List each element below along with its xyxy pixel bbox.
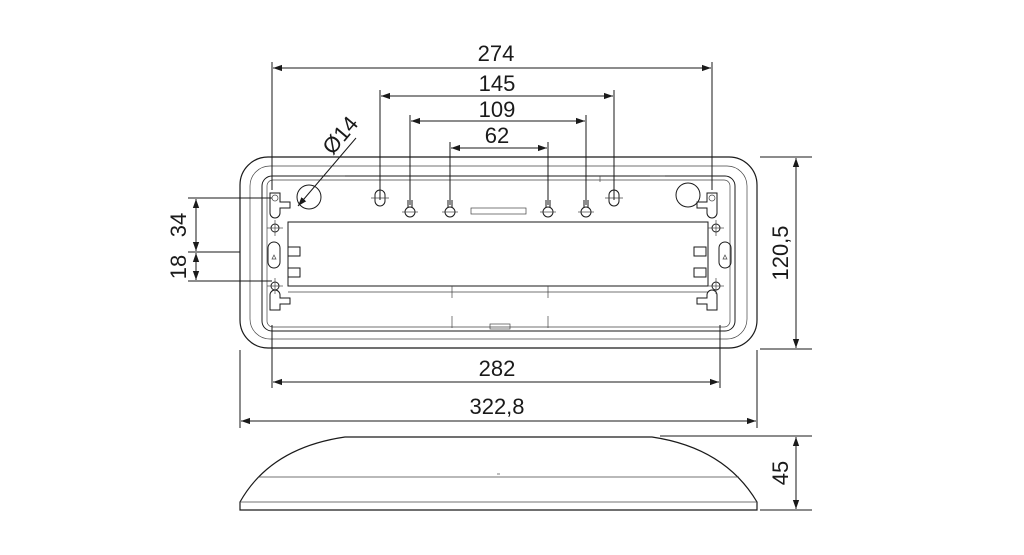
dim-18-label: 18 bbox=[166, 255, 191, 279]
bottom-slot bbox=[489, 323, 511, 330]
dim-145-label: 145 bbox=[479, 71, 516, 96]
inner-frame-edge bbox=[266, 179, 731, 328]
dimensions: 274 145 109 62 Ø14 34 18 120,5 bbox=[166, 41, 812, 511]
dim-322-8-label: 322,8 bbox=[469, 394, 524, 419]
outer-housing-outline bbox=[239, 156, 758, 349]
dim-274-label: 274 bbox=[478, 41, 515, 66]
outer-housing-rim bbox=[249, 165, 748, 340]
side-view bbox=[239, 436, 758, 511]
inner-frame bbox=[261, 175, 736, 332]
dim-diameter-14-label: Ø14 bbox=[317, 111, 363, 159]
hole-left bbox=[296, 184, 322, 210]
dim-45-label: 45 bbox=[768, 461, 793, 485]
top-view bbox=[239, 156, 758, 349]
dim-282-label: 282 bbox=[479, 356, 516, 381]
top-slot bbox=[470, 207, 527, 215]
hole-right bbox=[675, 182, 701, 208]
dim-120-5-label: 120,5 bbox=[768, 225, 793, 280]
dim-62-label: 62 bbox=[485, 123, 509, 148]
dim-109-label: 109 bbox=[479, 97, 516, 122]
dim-34-label: 34 bbox=[166, 213, 191, 237]
side-profile bbox=[239, 436, 758, 511]
corner-features bbox=[267, 192, 732, 311]
